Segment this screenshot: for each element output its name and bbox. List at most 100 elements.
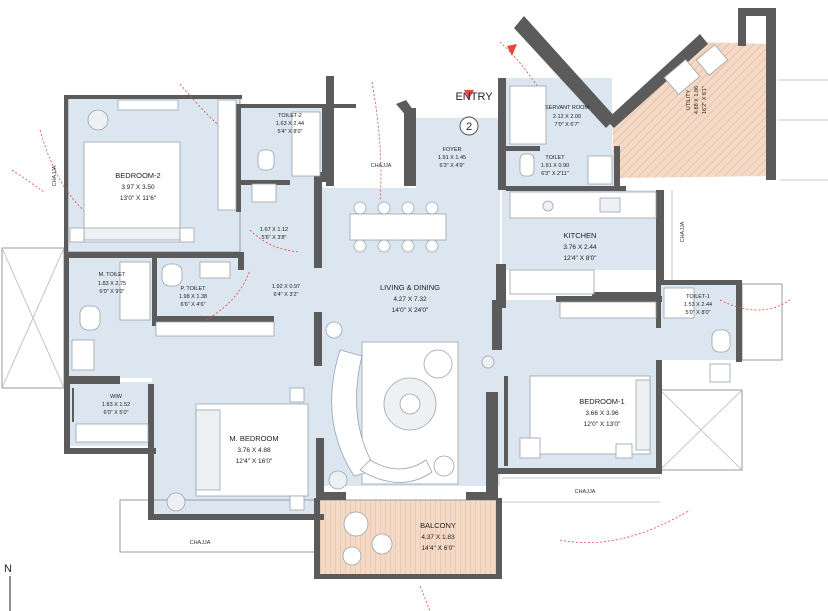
bedroom1-name: BEDROOM-1 xyxy=(579,397,624,406)
wall-servant-bottom xyxy=(506,146,540,151)
foyer-metric: 1.91 X 1.45 xyxy=(438,155,466,161)
wall-utility-right xyxy=(766,10,776,180)
door-living-bottom xyxy=(419,585,431,611)
wall-utility-diag2 xyxy=(606,34,708,128)
wall-toilet2-right xyxy=(322,104,326,182)
wall-balcony-right xyxy=(496,498,502,578)
room-label-bedroom2: BEDROOM-2 3.97 X 3.50 13'0" X 11'6" xyxy=(115,171,160,202)
room-label-mtoilet: M. TOILET 1.83 X 2.75 6'0" X 9'0" xyxy=(98,272,126,295)
wall-balcony-left xyxy=(314,498,320,578)
servant-metric: 2.12 X 2.00 xyxy=(553,114,581,120)
mbed-plant xyxy=(166,492,186,512)
utility-hatch xyxy=(612,42,770,178)
wiw-name: WIW xyxy=(110,394,123,400)
stoilet-wc xyxy=(519,153,535,177)
wall-bed1-right xyxy=(656,360,662,468)
room-label-ptoilet: P. TOILET 1.98 X 1.38 6'6" X 4'6" xyxy=(179,286,207,308)
bed2-side2 xyxy=(179,227,195,243)
wall-entry-right xyxy=(498,78,506,190)
mtoilet-shower xyxy=(119,261,151,321)
wall-bed1-left xyxy=(486,392,498,496)
living-chair xyxy=(423,349,453,379)
wall-utility-diag1 xyxy=(514,16,616,128)
ptoilet-metric: 1.98 X 1.38 xyxy=(179,294,207,300)
living-metric: 4.27 X 7.32 xyxy=(393,296,427,303)
entry-number: 2 xyxy=(466,121,472,133)
wall-ptoilet-right xyxy=(238,256,244,270)
servant-bed xyxy=(509,85,547,145)
balcony-chair2 xyxy=(371,533,393,555)
wall-kitchen-left xyxy=(496,264,506,308)
door-left-chajja xyxy=(11,169,45,193)
ptoilet-name: P. TOILET xyxy=(180,286,206,292)
wiw-imperial: 6'0" X 5'0" xyxy=(104,410,129,416)
wall-mtoilet-right xyxy=(152,256,157,326)
living-table-inner xyxy=(399,393,421,415)
chajja-top-label: CHAJJA xyxy=(371,163,392,169)
corner-arrow-icon xyxy=(507,44,517,56)
room-label-bedroom1: BEDROOM-1 3.66 X 3.96 12'0" X 13'0" xyxy=(579,397,624,428)
mbed-side1 xyxy=(289,387,305,403)
right-chajja-box xyxy=(741,283,783,361)
ptoilet-imperial: 6'6" X 4'6" xyxy=(181,302,206,308)
left-chajja-diag2 xyxy=(1,247,65,389)
toilet1-metric: 1.53 X 2.44 xyxy=(684,302,712,308)
kitchen-metric: 3.76 X 2.44 xyxy=(563,244,597,251)
balcony-chair1 xyxy=(343,511,369,537)
door-passage xyxy=(249,229,301,253)
passage2-imperial: 6'4" X 3'2" xyxy=(274,292,299,298)
room-label-passage2: 1.92 X 0.97 6'4" X 3'2" xyxy=(272,284,300,298)
toilet2-metric: 1.63 X 2.44 xyxy=(276,121,304,127)
wall-bed1-top xyxy=(556,296,662,302)
kitchen-imperial: 12'4" X 8'0" xyxy=(563,255,597,262)
bed2-wardrobe xyxy=(217,99,237,211)
dining-table xyxy=(349,213,447,241)
living-pouf xyxy=(433,455,455,477)
chajja-bottom-right-label: CHAJJA xyxy=(575,489,596,495)
wall-stoilet-bottom xyxy=(506,186,626,191)
bed2-bed xyxy=(83,141,181,243)
door-toilet2 xyxy=(371,81,382,201)
toilet2-shower xyxy=(291,111,321,177)
bedroom1-metric: 3.66 X 3.96 xyxy=(585,410,619,417)
north-label: N xyxy=(4,563,12,575)
room-label-foyer: FOYER 1.91 X 1.45 6'3" X 4'9" xyxy=(438,147,466,169)
stoilet-metric: 1.91 X 0.90 xyxy=(541,163,569,169)
mbedroom-imperial: 12'4" X 16'0" xyxy=(236,458,273,465)
bed1-chair xyxy=(519,437,541,459)
chair2 xyxy=(377,201,391,215)
wall-stoilet-right xyxy=(614,146,620,190)
room-label-mbedroom: M. BEDROOM 3.76 X 4.88 12'4" X 16'0" xyxy=(229,434,278,465)
room-label-toilet2: TOILET-2 1.63 X 2.44 5'4" X 8'0" xyxy=(276,113,304,135)
mbed-headboard xyxy=(195,409,221,491)
toilet2-name: TOILET-2 xyxy=(278,113,302,119)
wall-living-left xyxy=(314,172,322,268)
wall-mbed-bottom xyxy=(148,514,324,520)
entry-label: ENTRY xyxy=(455,91,493,103)
wall-utility-topleft xyxy=(738,8,746,46)
utility-name: UTILITY xyxy=(686,89,692,110)
wall-balcony-bottom xyxy=(314,574,502,579)
ptoilet-basin xyxy=(199,261,231,279)
chair6 xyxy=(377,239,391,253)
chair4 xyxy=(425,201,439,215)
room-label-utility: UTILITY 4.88 X 1.86 16'2" X 6'1" xyxy=(686,86,708,114)
passage-fill xyxy=(240,182,320,342)
toilet1-imperial: 5'0" X 8'0" xyxy=(686,310,711,316)
toilet1-name: TOILET-1 xyxy=(686,294,710,300)
chair8 xyxy=(425,239,439,253)
chajja-bottom-left-label: CHAJJA xyxy=(190,540,211,546)
wall-utility-top xyxy=(738,8,776,16)
balcony-imperial: 14'4" X 6'0" xyxy=(421,545,455,552)
door-ptoilet xyxy=(205,269,251,321)
wall-left-bed2 xyxy=(64,95,68,253)
toilet2-wc xyxy=(257,149,275,171)
wall-wardrobe-top xyxy=(152,316,274,322)
stoilet-name: TOILET xyxy=(545,155,565,161)
mtoilet-metric: 1.83 X 2.75 xyxy=(98,281,126,287)
toilet1-basin xyxy=(709,363,731,383)
utility-washer xyxy=(663,59,701,95)
utility-dryer xyxy=(695,44,729,76)
chajja-right-label: CHAJJA xyxy=(680,221,686,242)
bedroom1-imperial: 12'0" X 13'0" xyxy=(584,421,621,428)
